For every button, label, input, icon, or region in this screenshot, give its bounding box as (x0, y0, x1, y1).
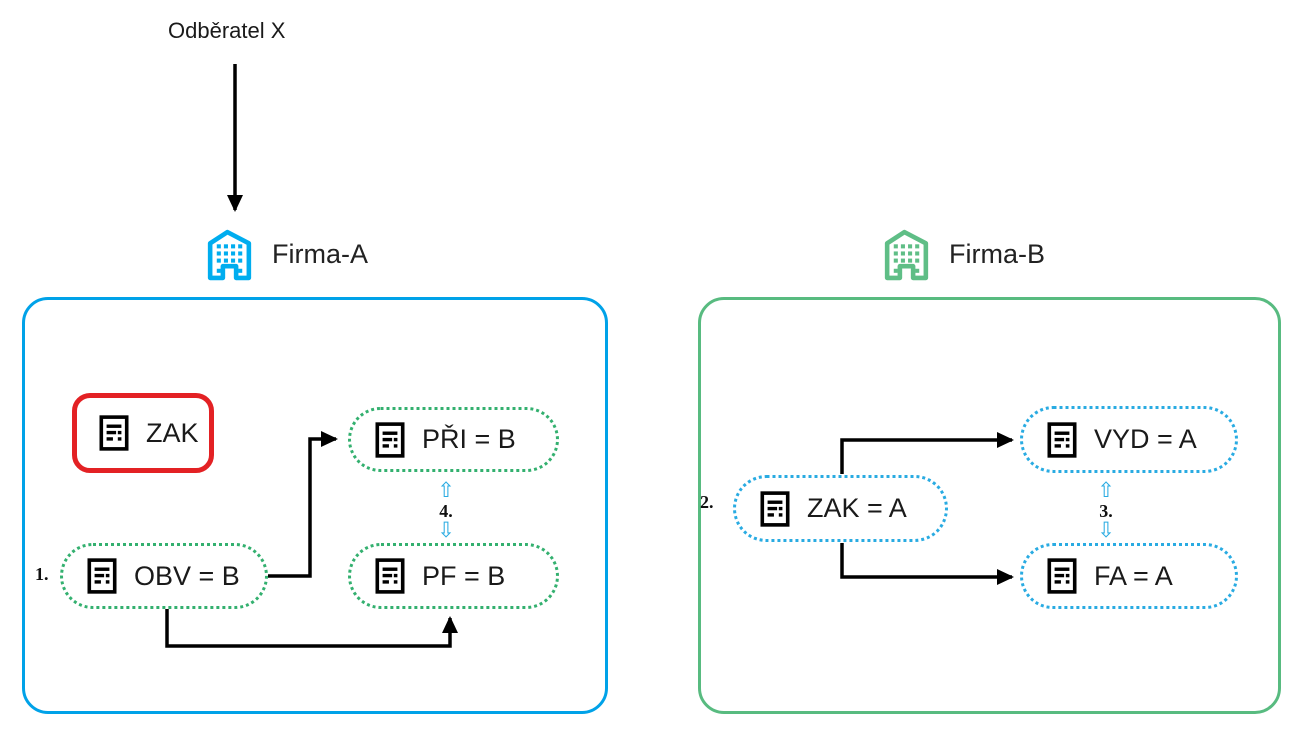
node-zak-highlighted: ZAK (72, 393, 214, 473)
node-obv: OBV = B (60, 543, 268, 609)
company-a-container (22, 297, 608, 714)
down-arrow-icon: ⇩ (1097, 518, 1115, 543)
document-icon (1047, 558, 1077, 594)
node-pri: PŘI = B (348, 407, 559, 472)
customer-label: Odběratel X (168, 18, 286, 43)
document-icon (1047, 421, 1077, 458)
node-label: PF = B (422, 560, 506, 591)
node-label: ZAK = A (807, 493, 907, 523)
document-icon (99, 415, 129, 451)
node-zak-b: ZAK = A (733, 475, 948, 542)
node-vyd: VYD = A (1020, 406, 1238, 473)
company-b-container (698, 297, 1281, 714)
sync-arrows-b: ⇧ 3. ⇩ (1084, 478, 1128, 543)
building-icon (207, 229, 252, 281)
node-label: VYD = A (1094, 424, 1197, 454)
up-arrow-icon: ⇧ (1097, 478, 1115, 502)
node-label: ZAK (146, 417, 199, 448)
company-a-name: Firma-A (272, 239, 368, 269)
document-icon (375, 421, 405, 458)
company-a-header: Firma-A (203, 227, 368, 282)
up-arrow-icon: ⇧ (437, 478, 455, 502)
node-label: FA = A (1094, 560, 1173, 591)
step-label-4: 4. (439, 501, 453, 521)
document-icon (760, 490, 790, 527)
document-icon (87, 558, 117, 594)
document-icon (375, 558, 405, 594)
node-label: PŘI = B (422, 424, 516, 454)
down-arrow-icon: ⇩ (437, 518, 455, 543)
company-b-header: Firma-B (880, 227, 1045, 282)
node-fa: FA = A (1020, 543, 1238, 609)
building-icon (884, 229, 929, 281)
step-label-1: 1. (35, 564, 49, 584)
sync-arrows-a: ⇧ 4. ⇩ (424, 478, 468, 543)
company-b-name: Firma-B (949, 239, 1045, 269)
node-label: OBV = B (134, 560, 240, 591)
node-pf: PF = B (348, 543, 559, 609)
step-label-2: 2. (700, 492, 714, 512)
step-label-3: 3. (1099, 501, 1113, 521)
